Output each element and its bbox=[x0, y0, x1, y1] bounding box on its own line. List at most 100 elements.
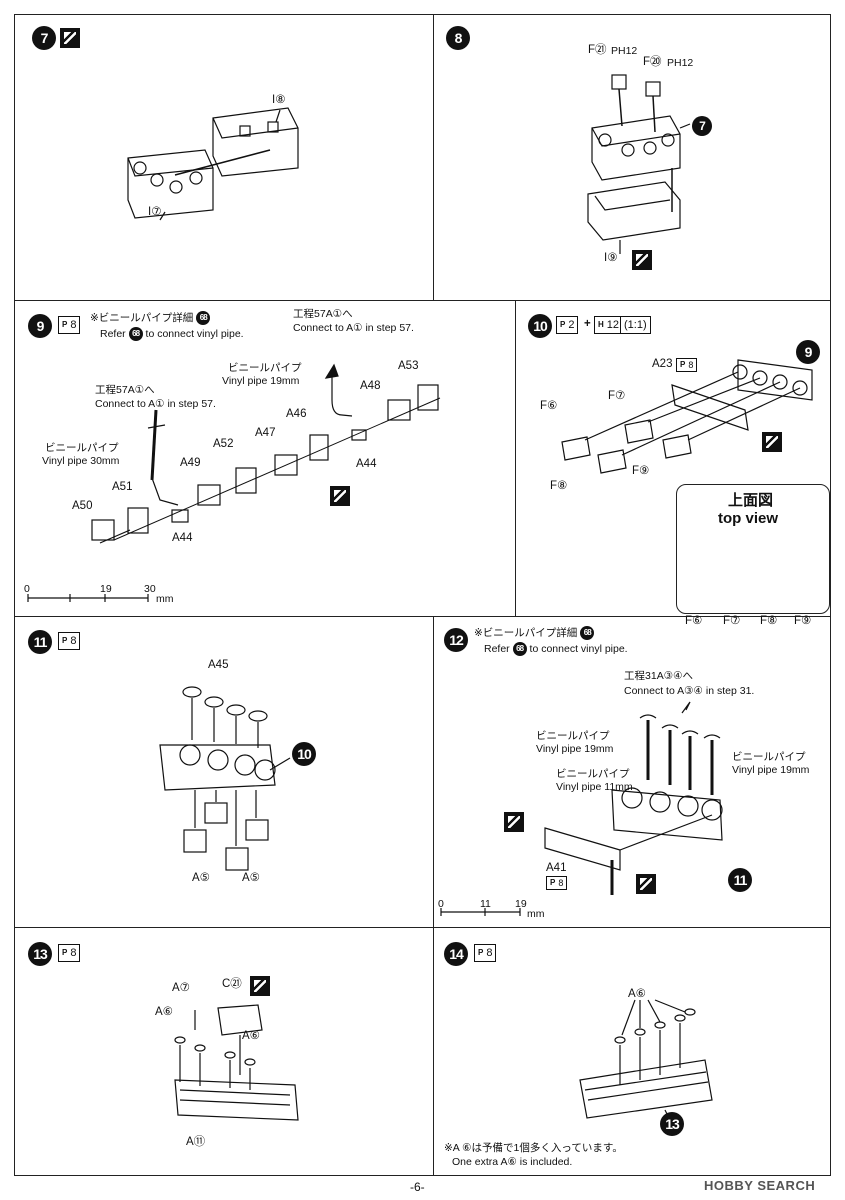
paint-icon bbox=[250, 976, 270, 996]
scale-tick-0: 0 bbox=[24, 583, 30, 595]
top-view-f9: F⑨ bbox=[794, 615, 812, 627]
pipe-2-jp: ビニールパイプ bbox=[556, 768, 630, 780]
part-a5-right: A⑤ bbox=[242, 872, 260, 884]
top-view-f8: F⑧ bbox=[760, 615, 778, 627]
c1-step: 57 bbox=[314, 308, 326, 320]
part-f7: F⑦ bbox=[608, 390, 626, 402]
spare-note-en: One extra A⑥ is included. bbox=[452, 1156, 573, 1168]
c1-jp: 工程 bbox=[293, 308, 314, 320]
ref-step-10: 10 bbox=[292, 742, 316, 766]
scale-tick-11: 11 bbox=[480, 898, 491, 910]
step-13-panel bbox=[14, 927, 434, 1176]
c2-jp2: A①へ bbox=[127, 384, 155, 396]
part-a49: A49 bbox=[180, 457, 201, 469]
vinyl-note-en-b: to connect vinyl pipe. bbox=[145, 327, 244, 340]
ph-value: 8 bbox=[70, 946, 77, 959]
paint-icon bbox=[330, 486, 350, 506]
part-label-i7: I⑦ bbox=[148, 206, 162, 218]
paint-ph-value: 8 bbox=[70, 318, 77, 331]
part-a11: A⑪ bbox=[186, 1136, 206, 1148]
vinyl-note-jp: ※ビニールパイプ詳細 68 bbox=[90, 311, 211, 325]
vinyl-note-en: Refer 68 to connect vinyl pipe. bbox=[100, 327, 244, 341]
part-label-f21: F㉑ bbox=[588, 44, 607, 56]
a41-tag-value: 8 bbox=[558, 877, 564, 888]
top-view-en: top view bbox=[718, 510, 779, 527]
ref-68: 68 bbox=[512, 642, 527, 656]
connect-note-1-en: Connect to A① in step 57. bbox=[293, 322, 414, 334]
paint-icon bbox=[636, 874, 656, 894]
step-11-panel bbox=[14, 616, 434, 928]
scale-tick-19: 19 bbox=[100, 583, 112, 595]
ref-step-13: 13 bbox=[660, 1112, 684, 1136]
connect-note-2-en: Connect to A① in step 57. bbox=[95, 398, 216, 410]
ref-step-11: 11 bbox=[728, 868, 752, 892]
part-a6: A⑥ bbox=[628, 988, 646, 1000]
pipe-1-en: Vinyl pipe 19mm bbox=[536, 743, 614, 755]
vinyl-note-en-b: to connect vinyl pipe. bbox=[529, 642, 628, 655]
vinyl-note-en: Refer 68 to connect vinyl pipe. bbox=[484, 642, 628, 656]
step-10-number: 10 bbox=[528, 314, 552, 338]
ph1-value: 2 bbox=[568, 318, 575, 331]
ref-68: 68 bbox=[196, 311, 211, 325]
page-number: -6- bbox=[410, 1180, 425, 1194]
part-a6-left: A⑥ bbox=[155, 1006, 173, 1018]
part-f9: F⑨ bbox=[632, 465, 650, 477]
part-a48: A48 bbox=[360, 380, 381, 392]
plus-sign: + bbox=[584, 318, 591, 330]
pipe-2-en: Vinyl pipe 11mm bbox=[556, 781, 633, 793]
vinyl-note-jp-text: ※ビニールパイプ詳細 bbox=[90, 311, 194, 324]
step-12-panel bbox=[433, 616, 831, 928]
connect-note-2-jp: 工程57A①へ bbox=[95, 384, 155, 397]
c1-en: Connect to A① in step bbox=[293, 322, 397, 334]
top-view-f7: F⑦ bbox=[723, 615, 741, 627]
pipe-19-jp: ビニールパイプ bbox=[228, 362, 302, 374]
step-7-number: 7 bbox=[32, 26, 56, 50]
ref-step-9: 9 bbox=[796, 340, 820, 364]
paint-icon bbox=[60, 28, 80, 48]
paint-icon bbox=[504, 812, 524, 832]
scale-tick-19: 19 bbox=[515, 898, 527, 910]
scale-unit: mm bbox=[527, 908, 545, 920]
part-a53: A53 bbox=[398, 360, 419, 372]
vinyl-note-en-a: Refer bbox=[100, 327, 126, 340]
part-f6: F⑥ bbox=[540, 400, 558, 412]
ref-68: 68 bbox=[580, 626, 595, 640]
pipe-1-jp: ビニールパイプ bbox=[536, 730, 610, 742]
a23-tag-value: 8 bbox=[688, 359, 694, 370]
part-c21: C㉑ bbox=[222, 978, 242, 990]
step-11-number: 11 bbox=[28, 630, 52, 654]
pipe-19-en: Vinyl pipe 19mm bbox=[222, 375, 300, 387]
part-a46: A46 bbox=[286, 408, 307, 420]
part-f8: F⑧ bbox=[550, 480, 568, 492]
step-14-panel bbox=[433, 927, 831, 1176]
c2-jp: 工程 bbox=[95, 384, 116, 396]
part-a44-left: A44 bbox=[172, 532, 193, 544]
connect-note-en: Connect to A③④ in step 31. bbox=[624, 685, 755, 697]
part-a50: A50 bbox=[72, 500, 93, 512]
c2-step: 57 bbox=[116, 384, 128, 396]
part-a41: A41 bbox=[546, 862, 567, 874]
vinyl-note-en-a: Refer bbox=[484, 642, 510, 655]
connect-note-1-jp: 工程57A①へ bbox=[293, 308, 353, 321]
pipe-30-en: Vinyl pipe 30mm bbox=[42, 455, 120, 467]
mix-ratio-box: (1:1) bbox=[620, 316, 651, 334]
c2-step-en: 57 bbox=[201, 398, 213, 410]
pipe-3-en: Vinyl pipe 19mm bbox=[732, 764, 810, 776]
ph-value: 8 bbox=[486, 946, 493, 959]
c-jp2: A③④へ bbox=[656, 670, 694, 682]
part-a7: A⑦ bbox=[172, 982, 190, 994]
part-a44-right: A44 bbox=[356, 458, 377, 470]
pipe-3-jp: ビニールパイプ bbox=[732, 751, 806, 763]
part-a47: A47 bbox=[255, 427, 276, 439]
paint-icon bbox=[632, 250, 652, 270]
scale-unit: mm bbox=[156, 593, 174, 605]
ph2-value: 12 bbox=[606, 318, 620, 331]
